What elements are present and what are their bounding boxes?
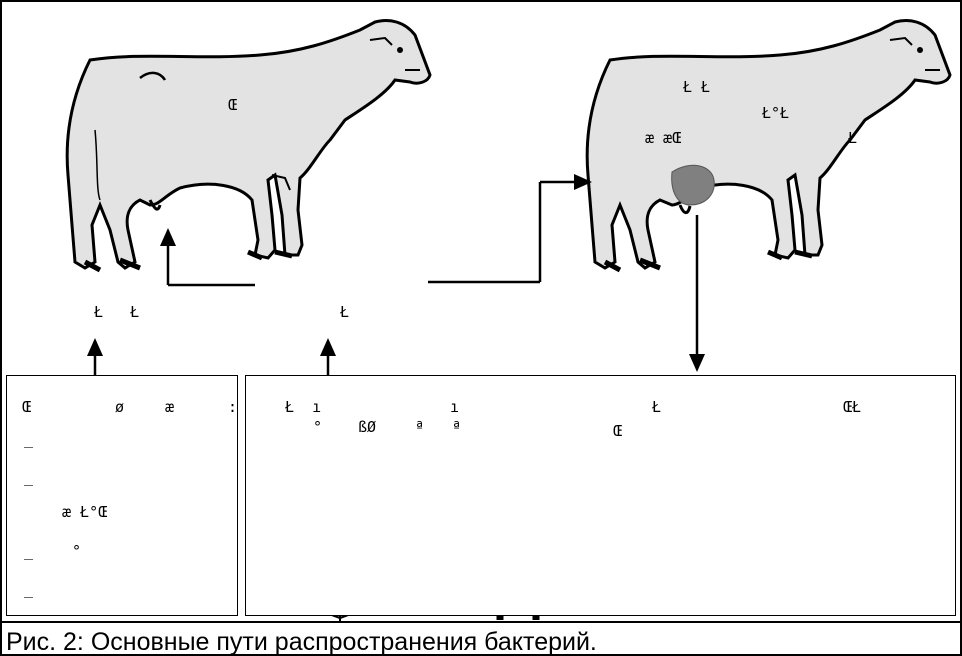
box2-label-d: ßØ [358,420,376,435]
cow-right-label-top: Ł Ł [683,80,710,95]
cow-left-label: Œ [228,98,237,113]
box1-head-a: Œ [22,400,31,415]
box2-label-h: Œ [613,424,622,439]
figure-caption: Рис. 2: Основные пути распространения ба… [6,628,597,656]
cow-right-label-mid: Ł°Ł [762,106,789,121]
box1-dash-2: _ [24,470,33,485]
source-label: Ł Ł [94,305,139,320]
box2-label-g: Ł [652,400,661,415]
box1-dash-1: _ [24,432,33,447]
box1-text: æ Ł°Œ [62,505,107,520]
cow-right-label-far: Ł [848,131,857,146]
box1-colon: : [228,400,237,415]
box1-dash-4: _ [24,582,33,597]
transmission-label: Ł [340,305,349,320]
box2-label-b: ı [450,400,459,415]
box2-label-c: ° [313,420,322,435]
box1-head-c: æ [165,400,174,415]
box1-circle: ° [72,544,81,559]
cow-right-label-left: æ æŒ [645,131,681,146]
box2-label-e: ª [415,420,424,435]
box1-dash-3: _ [24,544,33,559]
box2-label-i: ŒŁ [843,400,861,415]
infected-udder [672,165,715,205]
box2-label-f: ª [452,420,461,435]
box2-label-a: Ł ı [285,400,321,415]
box1-head-b: ø [115,400,124,415]
